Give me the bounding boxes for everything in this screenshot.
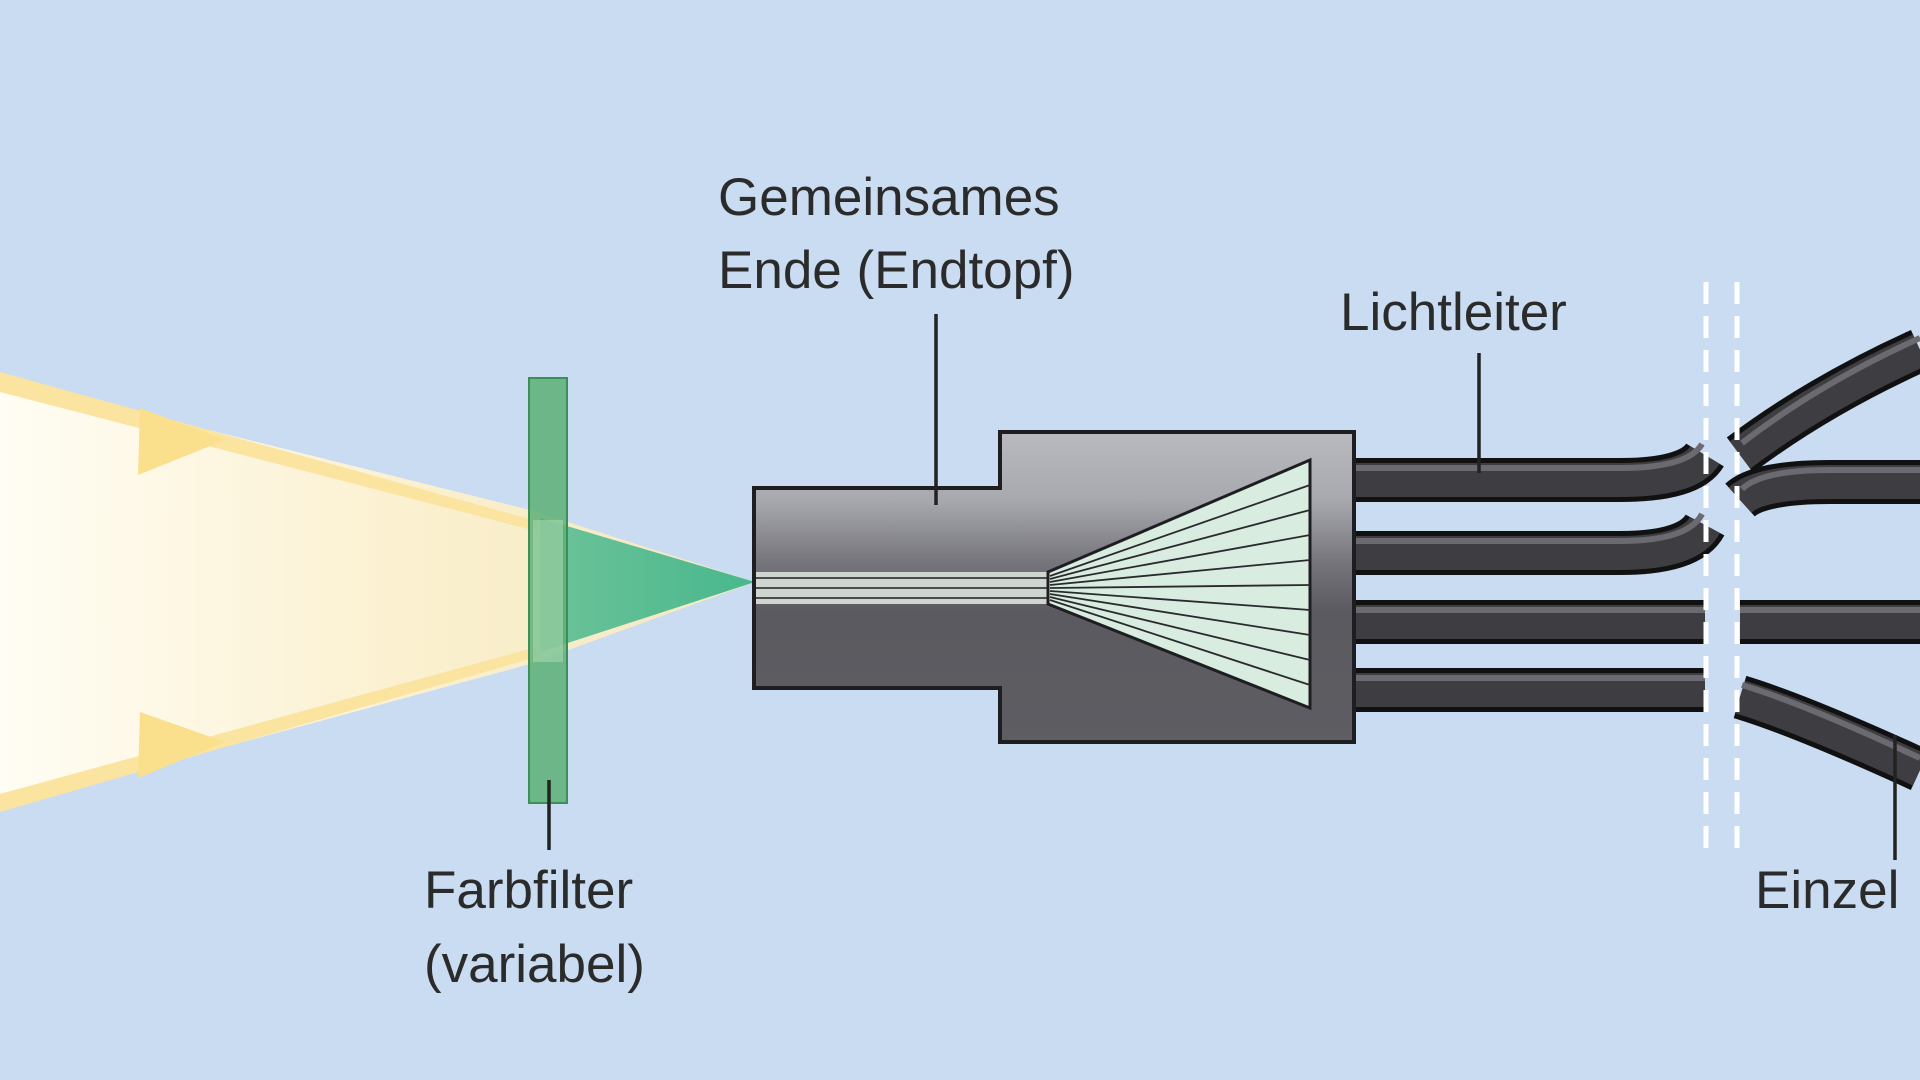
break-indicator (1703, 282, 1740, 860)
light-beam (0, 372, 755, 812)
beam-arrow-bottom-icon (138, 712, 225, 778)
beam-arrow-top-icon (138, 408, 225, 475)
beam-body (0, 378, 755, 808)
fan-lines (1049, 484, 1311, 686)
filtered-green-light (540, 518, 755, 652)
beam-edge-top (0, 372, 540, 532)
fiber-bundle (1300, 329, 1920, 790)
label-common-end-line2: Ende (Endtopf) (718, 241, 1075, 300)
label-single-end: Einzel (1755, 861, 1899, 920)
end-housing (752, 430, 1356, 744)
label-common-end-line1: Gemeinsames (718, 168, 1060, 227)
label-light-guide: Lichtleiter (1340, 283, 1567, 342)
beam-edge-bottom (0, 646, 540, 812)
label-color-filter-line1: Farbfilter (424, 861, 633, 920)
label-color-filter-line2: (variabel) (424, 935, 645, 994)
fiber-fan-cone (1046, 457, 1312, 711)
filter-highlight (533, 520, 563, 662)
